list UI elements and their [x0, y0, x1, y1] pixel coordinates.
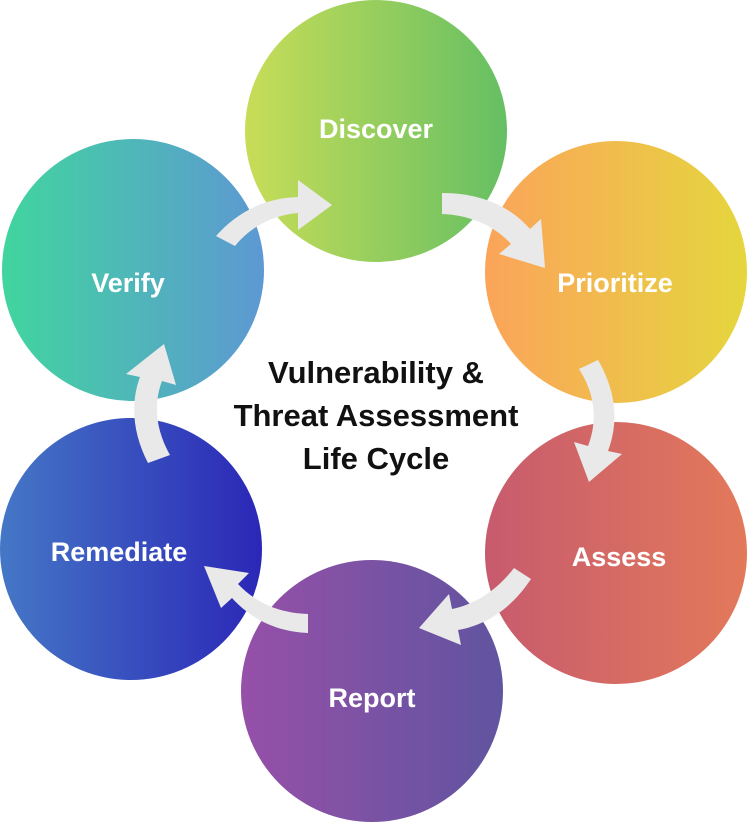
stage-report-label: Report	[329, 683, 416, 713]
stage-assess: Assess	[485, 422, 747, 684]
arrow-verify-to-discover-icon	[216, 180, 332, 246]
stage-prioritize: Prioritize	[485, 141, 747, 403]
stage-report: Report	[241, 560, 503, 822]
arrow-report-to-remediate-icon	[204, 566, 308, 633]
arrow-assess-to-report-icon	[419, 568, 531, 645]
stage-remediate-circle	[0, 418, 262, 680]
center-title-line-1: Vulnerability &	[268, 355, 484, 390]
stage-assess-circle	[485, 422, 747, 684]
stage-assess-label: Assess	[572, 542, 667, 572]
stage-prioritize-label: Prioritize	[557, 268, 673, 298]
stage-prioritize-circle	[485, 141, 747, 403]
center-title-line-2: Threat Assessment	[234, 398, 519, 433]
arrow-discover-to-prioritize-icon	[442, 193, 545, 268]
center-title-line-3: Life Cycle	[303, 441, 449, 476]
stage-discover-label: Discover	[319, 114, 434, 144]
stage-remediate: Remediate	[0, 418, 262, 680]
arrow-prioritize-to-assess-icon	[574, 360, 622, 482]
stage-verify: Verify	[2, 139, 264, 401]
stage-discover: Discover	[245, 0, 507, 262]
center-title: Vulnerability & Threat Assessment Life C…	[234, 355, 519, 476]
stage-verify-label: Verify	[91, 268, 165, 298]
stage-remediate-label: Remediate	[51, 537, 188, 567]
arrow-remediate-to-verify-icon	[126, 344, 176, 463]
stage-verify-circle	[2, 139, 264, 401]
